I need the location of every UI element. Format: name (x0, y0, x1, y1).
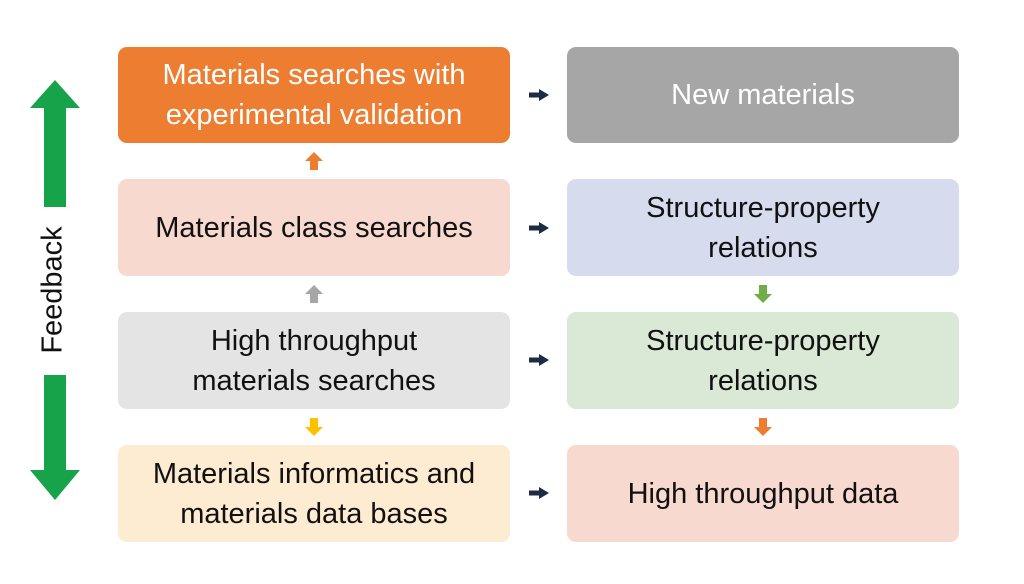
down-arrow-icon (305, 418, 323, 436)
box-structure-property-relations-1: Structure-property relations (567, 179, 959, 276)
box-label: Structure-property relations (646, 324, 880, 397)
box-label: New materials (671, 79, 855, 111)
box-label: Structure-property relations (646, 191, 880, 264)
down-arrow-icon (754, 418, 772, 436)
box-label: Materials class searches (155, 211, 473, 244)
feedback-double-arrow (30, 80, 80, 500)
right-arrow-icon (529, 487, 549, 499)
box-label: High throughput data (627, 477, 899, 510)
up-arrow-icon (305, 152, 323, 170)
box-new-materials: New materials (567, 47, 959, 143)
up-arrow-icon (305, 285, 323, 303)
box-materials-informatics: Materials informatics and materials data… (118, 445, 510, 542)
right-arrow-icon (529, 222, 549, 234)
feedback-up-arrow-icon (30, 80, 80, 207)
feedback-down-arrow-icon (30, 375, 80, 500)
box-structure-property-relations-2: Structure-property relations (567, 312, 959, 409)
box-materials-searches-experimental: Materials searches with experimental val… (118, 47, 510, 143)
box-high-throughput-data: High throughput data (567, 445, 959, 542)
box-label: Materials informatics and materials data… (152, 457, 476, 530)
box-materials-class-searches: Materials class searches (118, 179, 510, 276)
box-label: Materials searches with experimental val… (162, 59, 466, 131)
down-arrow-icon (754, 285, 772, 303)
box-label: High throughput materials searches (192, 324, 436, 397)
right-arrow-icon (529, 354, 549, 366)
box-high-throughput-searches: High throughput materials searches (118, 312, 510, 409)
right-arrow-icon (529, 89, 549, 101)
feedback-label: Feedback (36, 226, 69, 354)
